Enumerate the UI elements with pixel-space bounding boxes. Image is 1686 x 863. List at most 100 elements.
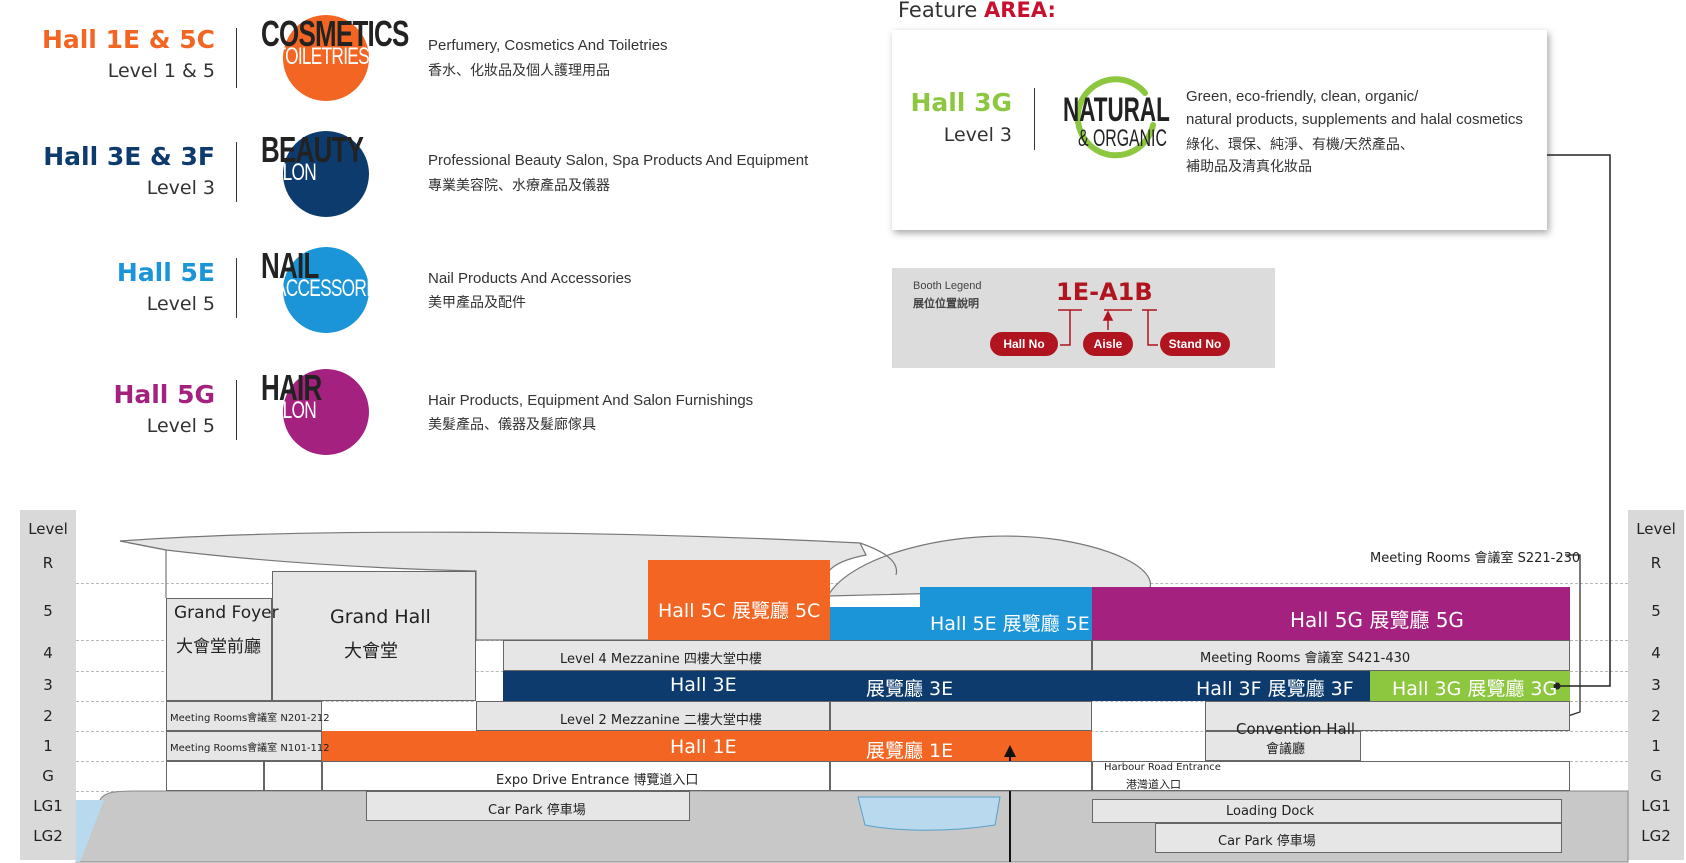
hall-3g-label: Hall 3G 展覽廳 3G [1392,678,1558,700]
hall-title-beauty: Hall 3E & 3F [43,142,215,171]
ground-mid-room [830,761,1092,791]
ground-left-room-2 [264,761,322,791]
hall-no-badge: Hall No [990,332,1058,356]
level-label: R [42,554,54,572]
natural-organic-logo-icon: NATURAL & ORGANIC [1063,75,1170,159]
level2-mezzanine-room [476,701,830,731]
booth-code-hall: 1E [1056,278,1090,306]
hall-desc-zh: 香水、化妝品及個人護理用品 [428,62,610,78]
hall-desc-zh: 專業美容院、水療產品及儀器 [428,177,610,193]
hall-level-beauty: Level 3 [146,177,215,199]
feature-title-prefix: Feature [898,0,978,22]
hall-5e-label: Hall 5E 展覽廳 5E [930,613,1090,635]
meeting-rooms-s421-room [1092,640,1570,671]
level-label: R [1650,554,1662,572]
hall-title-hair: Hall 5G [113,380,215,409]
convention-hall-label-zh: 會議廳 [1266,742,1306,757]
grand-foyer-label: Grand Foyer [174,603,279,623]
divider [1034,88,1035,150]
level-column-right: Level R 5 4 3 2 1 G LG1 LG2 [1628,510,1684,860]
car-park-left-room [366,791,690,821]
logo-text: HAIR [261,367,322,408]
level2-room [830,701,1092,731]
feature-desc-en-2: natural products, supplements and halal … [1186,111,1523,128]
car-park-right-room [1155,823,1562,853]
level-column-left: Level R 5 4 3 2 1 G LG1 LG2 [20,510,76,860]
grand-hall-label-zh: 大會堂 [344,641,398,662]
hall-desc-en: Hair Products, Equipment And Salon Furni… [428,392,754,409]
meeting-rooms-s221-label: Meeting Rooms 會議室 S221-230 [1370,551,1581,566]
level-label: 1 [1651,737,1661,755]
logo-text: BEAUTY [261,129,364,170]
hall-1e-label: Hall 1E [670,736,737,758]
convention-hall-lower [1205,731,1361,761]
hall-desc-en: Perfumery, Cosmetics And Toiletries [428,37,668,54]
logo-text: NAIL [261,245,319,286]
feature-hall-level: Level 3 [943,124,1012,146]
grand-hall-label: Grand Hall [330,606,431,628]
hall-title-cosmetics: Hall 1E & 5C [41,25,215,54]
level-label: 5 [43,602,53,620]
leaf-ring-icon [1074,76,1156,159]
feature-title-highlight: AREA: [984,0,1056,22]
aisle-badge: Aisle [1083,332,1133,356]
hall-title-nail: Hall 5E [116,258,215,287]
hall-1e-label-zh: 展覽廳 1E [866,740,954,762]
harbour-road-entrance-label-zh: 港灣道入口 [1126,778,1181,791]
level-label: 5 [1651,602,1661,620]
level-header: Level [1636,520,1676,538]
meeting-rooms-s421-label: Meeting Rooms 會議室 S421-430 [1200,651,1411,666]
meeting-rooms-n101-room [166,731,322,761]
grand-foyer-label-zh: 大會堂前廳 [176,637,261,657]
level-label: G [42,767,54,785]
level-label: 3 [43,676,53,694]
expo-drive-entrance-label: Expo Drive Entrance 博覽道入口 [496,773,699,788]
logo-subtext: & TOILETRIES [261,43,370,70]
level-label: 3 [1651,676,1661,694]
harbour-road-entrance-room [1092,761,1570,791]
meeting-rooms-n201-label: Meeting Rooms會議室 N201-212 [170,713,330,724]
hall-3f-label: Hall 3F 展覽廳 3F [1196,678,1354,700]
feature-desc-zh-1: 綠化、環保、純淨、有機/天然產品、 [1186,136,1414,152]
nail-accessories-logo-icon: NAIL & ACCESSORIES [261,245,393,333]
grand-hall-room [272,571,476,701]
level-header: Level [28,520,68,538]
car-park-left-label: Car Park 停車場 [488,803,586,818]
level2-mezzanine-label: Level 2 Mezzanine 二樓大堂中樓 [560,713,762,728]
convention-hall-upper [1205,701,1570,731]
hall-3e-label-zh: 展覽廳 3E [866,678,954,700]
feature-desc-zh-2: 補助品及清真化妝品 [1186,158,1312,174]
level-label: LG1 [33,797,63,815]
feature-area-box: Hall 3G Level 3 NATURAL & ORGANIC Green,… [892,30,1547,230]
hall-5c-label: Hall 5C 展覽廳 5C [658,600,821,622]
level-label: 1 [43,737,53,755]
booth-legend-box: Booth Legend 展位位置說明 1E-A1B Hall No Aisle… [892,268,1275,368]
logo-text: NATURAL [1063,91,1170,129]
hall-level-hair: Level 5 [146,415,215,437]
hall-3e-label: Hall 3E [670,674,737,696]
level-label: LG1 [1641,797,1671,815]
hall-level-cosmetics: Level 1 & 5 [107,60,215,82]
grand-foyer-room [166,598,272,701]
hair-salon-logo-icon: HAIR SALON [261,367,369,455]
level-label: 4 [1651,644,1661,662]
meeting-rooms-n201-room [166,701,322,731]
level-label: G [1650,767,1662,785]
level-label: 2 [43,707,53,725]
level-label: LG2 [33,827,63,845]
booth-legend-connectors [1058,309,1158,346]
hall-desc-zh: 美甲產品及配件 [428,294,526,310]
booth-code-example: 1E-A1B [1056,278,1153,306]
level4-mezzanine-room [503,640,1092,671]
booth-code-aisle: A1 [1099,278,1135,306]
feature-hall-name: Hall 3G [910,88,1012,117]
logo-subtext: SALON [261,397,317,424]
booth-code-separator: - [1089,278,1100,306]
loading-dock-label: Loading Dock [1226,804,1315,819]
feature-desc-en-1: Green, eco-friendly, clean, organic/ [1186,88,1419,105]
divider [236,28,237,88]
level-label: 2 [1651,707,1661,725]
hall-desc-en: Professional Beauty Salon, Spa Products … [428,152,809,169]
level-label: LG2 [1641,827,1671,845]
ground-left-room [166,761,264,791]
